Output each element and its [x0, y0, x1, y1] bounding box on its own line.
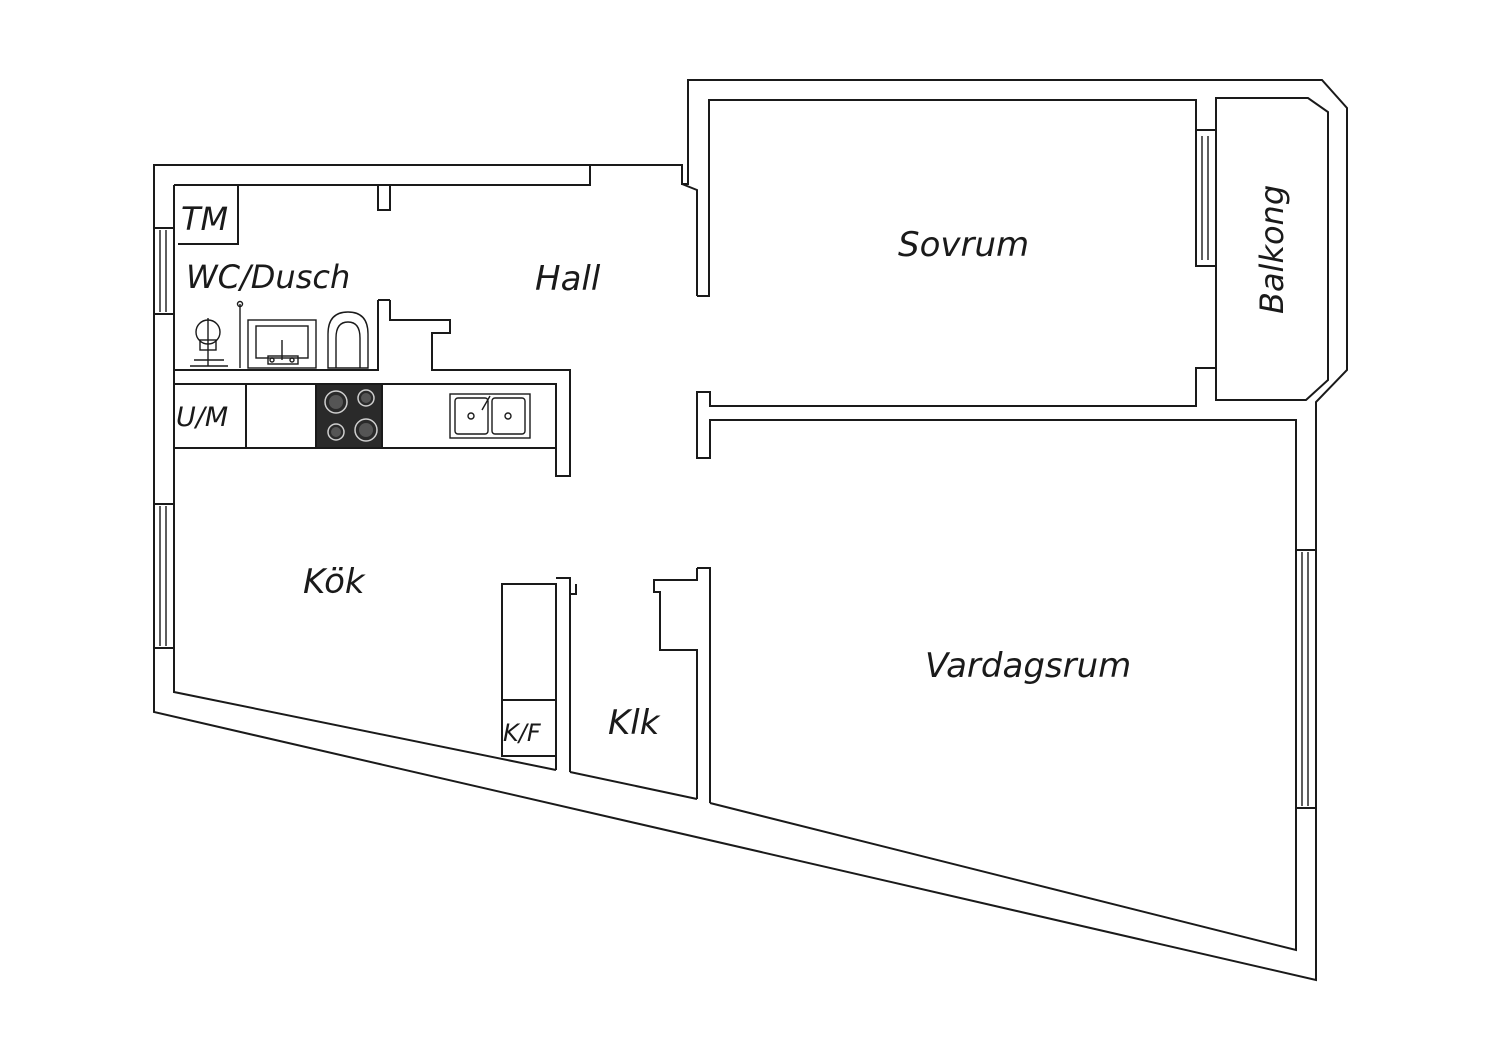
room-label-balkong: Balkong	[1253, 185, 1291, 314]
room-label-hall: Hall	[535, 259, 601, 299]
sink-icon	[247, 319, 317, 369]
room-label-sovrum: Sovrum	[898, 225, 1029, 265]
kitchen-sink-icon	[449, 393, 531, 439]
hob-icon	[315, 383, 383, 449]
bathroom-fixtures	[190, 300, 369, 369]
room-label-tm: TM	[181, 200, 228, 238]
room-label-wc-dusch: WC/Dusch	[186, 258, 350, 296]
room-labels: TM WC/Dusch Hall Sovrum Balkong U/M Kök …	[176, 185, 1291, 747]
shower-icon	[190, 300, 244, 368]
room-label-kok: Kök	[303, 562, 366, 602]
kitchen-fixtures	[315, 383, 531, 449]
windows	[153, 129, 1317, 809]
interior-walls	[174, 99, 1216, 803]
room-label-um: U/M	[176, 402, 228, 433]
room-label-kf: K/F	[503, 719, 542, 747]
toilet-icon	[327, 311, 369, 369]
room-label-vardagsrum: Vardagsrum	[925, 646, 1131, 686]
room-label-klk: Klk	[608, 703, 661, 743]
outer-walls	[153, 79, 1348, 982]
